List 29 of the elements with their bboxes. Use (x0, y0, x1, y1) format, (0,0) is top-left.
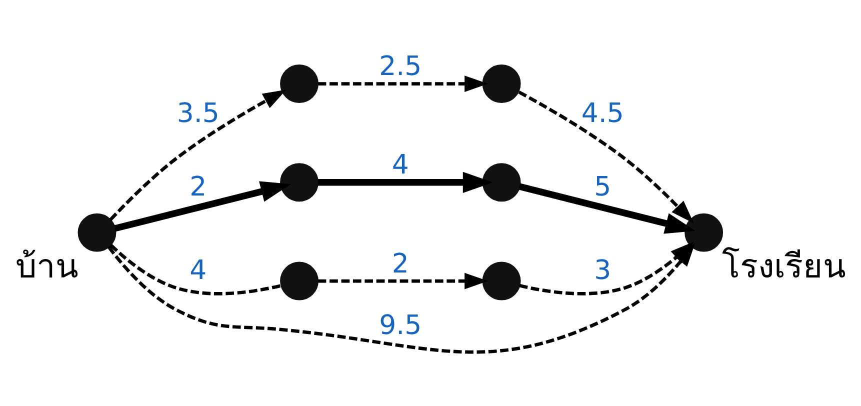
edge-label: 2 (392, 248, 409, 280)
node-circle (280, 64, 318, 103)
node-label: โรงเรียน (722, 246, 846, 286)
edge-label: 4 (392, 150, 409, 181)
node-circle (280, 262, 318, 300)
edge-label: 5 (594, 171, 612, 202)
edge-label: 3.5 (176, 98, 220, 129)
arrow (518, 90, 694, 224)
node-circle (482, 163, 521, 202)
node-circle (280, 163, 318, 202)
connector (110, 244, 282, 296)
edge-label: 4 (190, 255, 207, 286)
edge-label: 9.5 (379, 310, 422, 342)
node-circle (78, 213, 116, 252)
arrow (518, 183, 696, 234)
node-label: บ้าน (15, 246, 78, 286)
node-circle (482, 64, 521, 103)
arrow (519, 242, 694, 296)
arrow (318, 76, 488, 92)
edge-label: 4.5 (581, 98, 624, 129)
arrow (318, 272, 488, 290)
edge-label: 3 (594, 255, 612, 286)
edge-label: 2.5 (379, 51, 422, 82)
edge-label: 2 (190, 171, 207, 202)
arrow (318, 172, 494, 193)
arrow (109, 90, 286, 221)
arrow (114, 181, 291, 232)
node-circle (482, 262, 521, 300)
node-circle (684, 213, 724, 252)
